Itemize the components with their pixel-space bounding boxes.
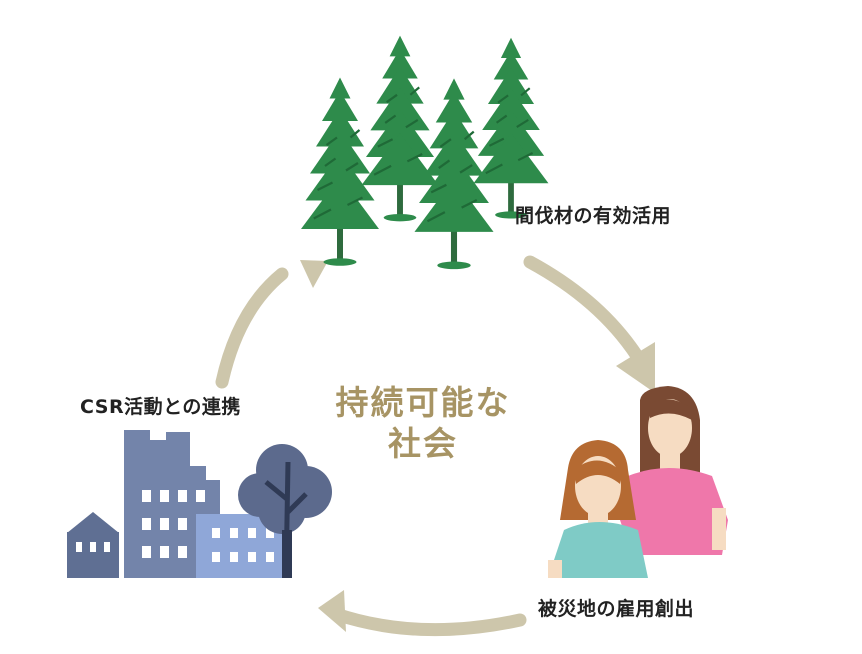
people-label: 被災地の雇用創出 xyxy=(538,598,695,620)
city-label: CSR活動との連携 xyxy=(80,396,241,418)
center-title-line1: 持続可能な xyxy=(335,383,511,422)
center-title-line2: 社会 xyxy=(388,424,458,463)
center-title: 持続可能な 社会 xyxy=(320,382,526,464)
city-icon xyxy=(67,430,332,579)
forest-icon xyxy=(299,34,550,271)
cycle-arrow-icon xyxy=(215,255,644,637)
people-icon xyxy=(548,386,728,578)
arrow-heads xyxy=(300,260,655,632)
forest-label: 間伐材の有効活用 xyxy=(515,205,672,227)
